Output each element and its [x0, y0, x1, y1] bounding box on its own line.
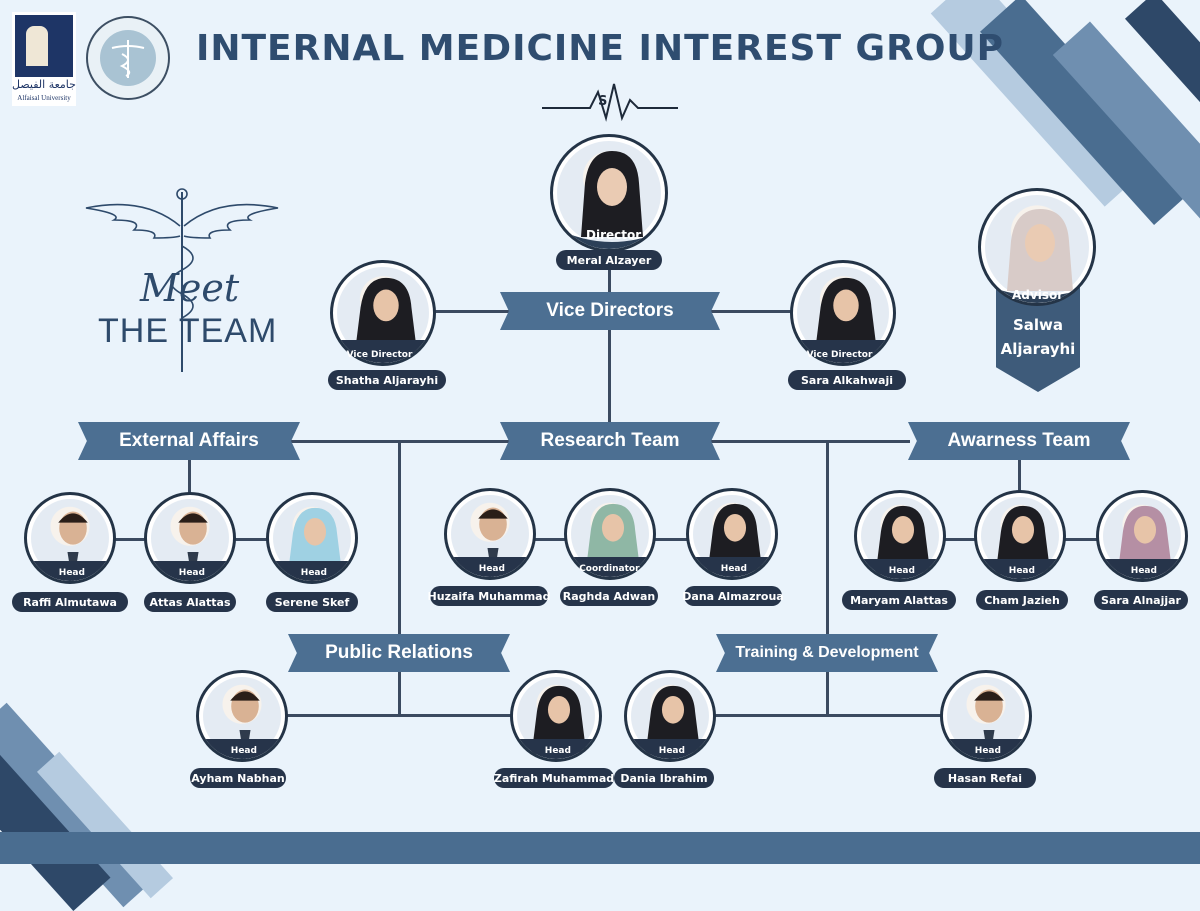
member-role: Vice Director	[806, 350, 873, 360]
university-logo: جامعة الفيصل Alfaisal University	[12, 12, 76, 106]
role-ribbon	[689, 556, 775, 577]
member-name: Raghda Adwan	[560, 586, 658, 606]
member-role: Head	[974, 746, 1001, 756]
connector	[280, 714, 520, 717]
member-name: Hasan Refai	[934, 768, 1036, 788]
connector	[712, 714, 942, 717]
role-ribbon	[447, 556, 533, 577]
interest-group-logo	[86, 16, 170, 100]
role-ribbon	[147, 560, 233, 581]
member-role: Head	[178, 568, 205, 578]
role-ribbon	[857, 558, 943, 579]
role-ribbon	[567, 556, 653, 577]
member-photo-sara-alnajjar	[1096, 490, 1188, 582]
member-name: Cham Jazieh	[976, 590, 1068, 610]
member-role: Head	[658, 746, 685, 756]
page-title: INTERNAL MEDICINE INTEREST GROUP	[195, 28, 1005, 69]
member-name: Ayham Nabhan	[190, 768, 286, 788]
connector	[940, 538, 980, 541]
member-photo-huzaifa-muhammad	[444, 488, 536, 580]
university-logo-english: Alfaisal University	[17, 94, 71, 102]
director-photo	[550, 134, 668, 252]
connector	[232, 538, 272, 541]
member-photo-serene-skef	[266, 492, 358, 584]
role-ribbon	[199, 738, 285, 759]
winged-caduceus-icon	[85, 188, 279, 372]
role-ribbon	[269, 560, 355, 581]
member-photo-maryam-alattas	[854, 490, 946, 582]
member-role: Vice Director	[346, 350, 413, 360]
banner-public-relations: Public Relations	[288, 634, 510, 672]
role-ribbon	[943, 738, 1029, 759]
member-name: Sara Alkahwaji	[788, 370, 906, 390]
member-photo-raghda-adwan	[564, 488, 656, 580]
connector	[110, 538, 150, 541]
banner-vice-directors: Vice Directors	[500, 292, 720, 330]
member-photo-shatha-aljarayhi	[330, 260, 436, 366]
role-ribbon	[333, 339, 433, 363]
member-role: Head	[300, 568, 327, 578]
meet-text: Meet	[140, 266, 240, 310]
member-photo-hasan-refai	[940, 670, 1032, 762]
connector	[1018, 458, 1021, 498]
member-name: Sara Alnajjar	[1094, 590, 1188, 610]
member-name: Serene Skef	[266, 592, 358, 612]
connector	[826, 440, 829, 716]
member-photo-dana-almazroua	[686, 488, 778, 580]
member-role: Head	[544, 746, 571, 756]
heartbeat-icon	[542, 83, 678, 122]
member-name: Dana Almazroua	[682, 586, 784, 606]
banner-research-team: Research Team	[500, 422, 720, 460]
advisor-name-line2: Aljarayhi	[1000, 340, 1076, 358]
member-name: Zafirah Muhammad	[494, 768, 614, 788]
member-name: Raffi Almutawa	[12, 592, 128, 612]
director-name: Meral Alzayer	[556, 250, 662, 270]
pulse-letter: S	[598, 94, 608, 109]
caduceus-icon	[111, 40, 145, 78]
connector	[530, 538, 570, 541]
member-role: Head	[230, 746, 257, 756]
bottom-band	[0, 832, 1200, 864]
member-role: Head	[1008, 566, 1035, 576]
advisor-name-line1: Salwa	[1012, 316, 1064, 334]
member-name: Huzaifa Muhammad	[428, 586, 550, 606]
connector	[1062, 538, 1102, 541]
member-photo-zafirah-muhammad	[510, 670, 602, 762]
member-photo-sara-alkahwaji	[790, 260, 896, 366]
member-name: Attas Alattas	[144, 592, 236, 612]
connector	[608, 262, 611, 442]
member-photo-ayham-nabhan	[196, 670, 288, 762]
member-name: Shatha Aljarayhi	[328, 370, 446, 390]
member-name: Maryam Alattas	[842, 590, 956, 610]
banner-awareness-team: Awarness Team	[908, 422, 1130, 460]
role-ribbon	[1099, 558, 1185, 579]
member-role: Head	[478, 564, 505, 574]
member-photo-dania-ibrahim	[624, 670, 716, 762]
advisor-role: Advisor	[1012, 288, 1064, 302]
the-team-text: THE TEAM	[98, 312, 278, 350]
member-photo-raffi-almutawa	[24, 492, 116, 584]
member-photo-attas-alattas	[144, 492, 236, 584]
member-role: Head	[58, 568, 85, 578]
advisor-photo	[978, 188, 1096, 306]
member-photo-cham-jazieh	[974, 490, 1066, 582]
director-role: Director	[586, 228, 642, 242]
connector	[398, 440, 401, 716]
role-ribbon	[27, 560, 113, 581]
member-role: Head	[888, 566, 915, 576]
connector	[652, 538, 692, 541]
banner-training-development: Training & Development	[716, 634, 938, 672]
university-logo-arabic: جامعة الفيصل	[12, 78, 76, 91]
member-name: Dania Ibrahim	[614, 768, 714, 788]
role-ribbon	[513, 738, 599, 759]
connector	[188, 458, 191, 498]
member-role: Head	[720, 564, 747, 574]
banner-external-affairs: External Affairs	[78, 422, 300, 460]
role-ribbon	[977, 558, 1063, 579]
member-role: Coordinator	[579, 564, 640, 574]
role-ribbon	[793, 339, 893, 363]
role-ribbon	[627, 738, 713, 759]
member-role: Head	[1130, 566, 1157, 576]
